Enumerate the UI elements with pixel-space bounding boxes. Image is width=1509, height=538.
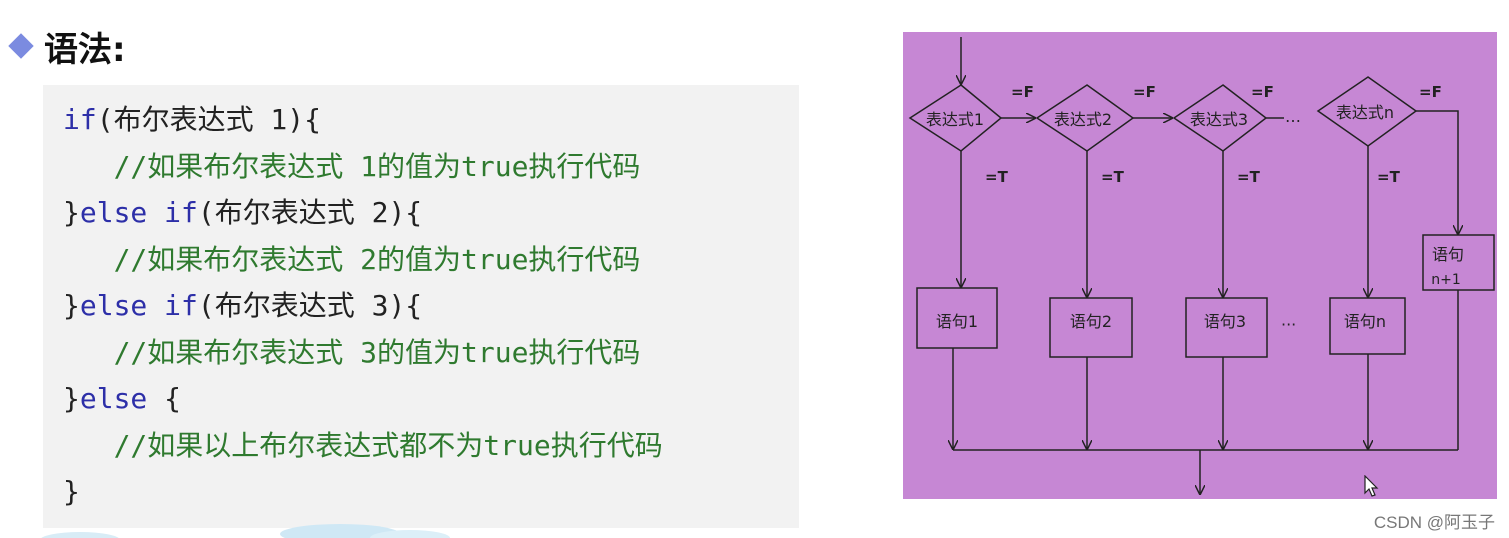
false-arrow-n xyxy=(1416,110,1458,234)
code-line-6: //如果布尔表达式 3的值为true执行代码 xyxy=(63,333,641,373)
flowchart: 表达式1 表达式2 表达式3 表达式n =F =F =F =F =T =T =T… xyxy=(903,32,1497,499)
decorative-clouds xyxy=(41,524,450,538)
false-label-2: =F xyxy=(1133,83,1156,101)
statement-ellipsis: ··· xyxy=(1281,315,1296,334)
statement-n-label: 语句n xyxy=(1344,312,1386,331)
false-label-n: =F xyxy=(1419,83,1442,101)
true-label-n: =T xyxy=(1377,168,1401,186)
code-token: else xyxy=(79,382,148,415)
code-block: if(布尔表达式 1){ //如果布尔表达式 1的值为true执行代码 }els… xyxy=(43,85,799,528)
true-label-2: =T xyxy=(1101,168,1125,186)
condition-3-label: 表达式3 xyxy=(1190,110,1248,129)
condition-n-label: 表达式n xyxy=(1336,103,1394,122)
condition-2-label: 表达式2 xyxy=(1054,110,1112,129)
mouse-cursor-icon xyxy=(1364,475,1379,497)
code-token: //如果布尔表达式 1的值为true执行代码 xyxy=(63,150,641,183)
code-line-9: } xyxy=(63,472,80,512)
section-title: 语法: xyxy=(44,29,126,70)
code-token: //如果布尔表达式 2的值为true执行代码 xyxy=(63,243,641,276)
code-line-1: if(布尔表达式 1){ xyxy=(63,100,321,140)
code-token: (布尔表达式 2){ xyxy=(197,196,423,229)
code-token: else if xyxy=(79,289,198,322)
statement-1-box xyxy=(916,287,998,349)
statement-3-label: 语句3 xyxy=(1204,312,1246,331)
code-token: //如果以上布尔表达式都不为true执行代码 xyxy=(63,429,663,462)
code-token: { xyxy=(147,382,182,415)
false-label-1: =F xyxy=(1011,83,1034,101)
code-token: } xyxy=(63,289,80,322)
section-heading: 语法: xyxy=(6,22,126,70)
code-token: (布尔表达式 1){ xyxy=(96,103,322,136)
code-token: } xyxy=(63,382,80,415)
code-line-5: }else if(布尔表达式 3){ xyxy=(63,286,422,326)
true-label-3: =T xyxy=(1237,168,1261,186)
statement-else-label-line1: 语句 xyxy=(1432,245,1464,264)
statement-else-label-line2: n+1 xyxy=(1431,272,1461,288)
code-line-3: }else if(布尔表达式 2){ xyxy=(63,193,422,233)
code-line-4: //如果布尔表达式 2的值为true执行代码 xyxy=(63,240,641,280)
true-label-1: =T xyxy=(985,168,1009,186)
code-line-8: //如果以上布尔表达式都不为true执行代码 xyxy=(63,426,663,466)
code-token: (布尔表达式 3){ xyxy=(197,289,423,322)
statement-2-box xyxy=(1049,297,1133,358)
code-token: if xyxy=(63,103,97,136)
code-line-7: }else { xyxy=(63,379,181,419)
code-token: else if xyxy=(79,196,198,229)
watermark: CSDN @阿玉子 xyxy=(1373,513,1495,532)
statement-1-label: 语句1 xyxy=(936,312,978,331)
condition-1-label: 表达式1 xyxy=(926,110,984,129)
flowchart-svg: 表达式1 表达式2 表达式3 表达式n =F =F =F =F =T =T =T… xyxy=(908,37,1495,499)
statement-2-label: 语句2 xyxy=(1070,312,1112,331)
diamond-bullet-icon xyxy=(8,33,34,59)
code-token: //如果布尔表达式 3的值为true执行代码 xyxy=(63,336,641,369)
condition-ellipsis: … xyxy=(1285,107,1301,126)
false-label-3: =F xyxy=(1251,83,1274,101)
code-token: } xyxy=(63,196,80,229)
code-token: } xyxy=(63,475,80,508)
code-line-2: //如果布尔表达式 1的值为true执行代码 xyxy=(63,147,641,187)
statement-3-box xyxy=(1185,297,1268,358)
